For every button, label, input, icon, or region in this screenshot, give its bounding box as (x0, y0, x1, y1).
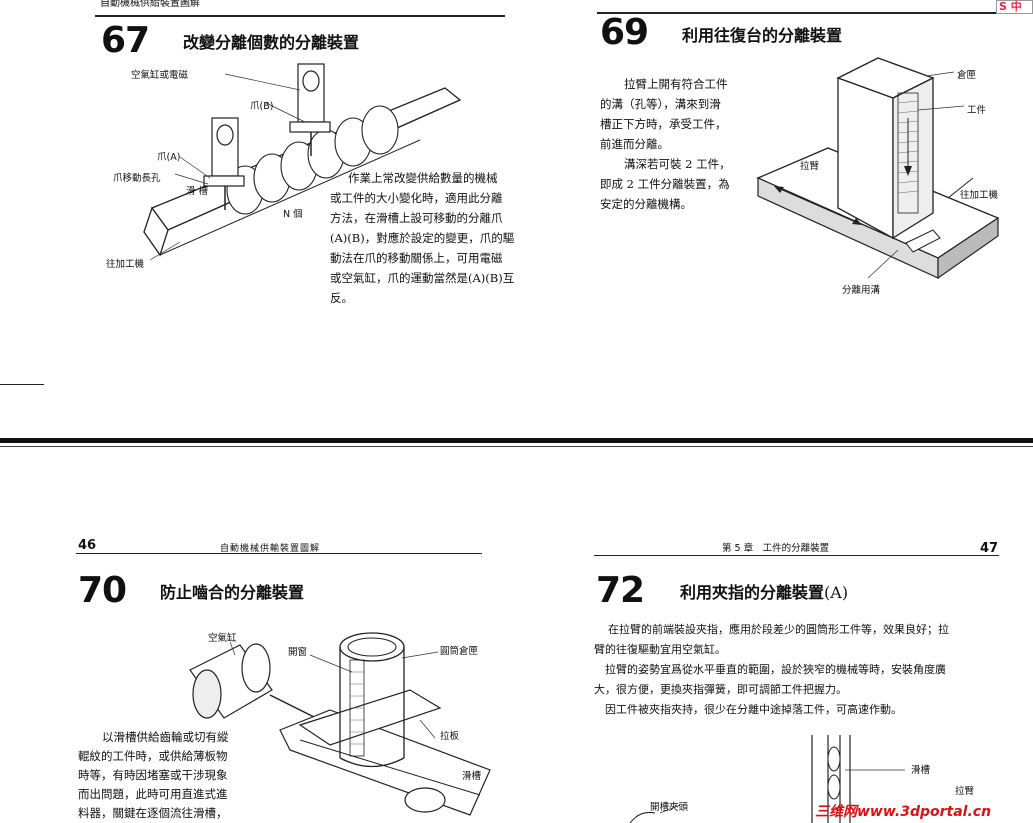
text-line: 時等，有時因堵塞或干涉現象 (78, 768, 228, 782)
label-magazine: 圓筒倉匣 (440, 646, 479, 657)
body-text-67: 作業上常改變供給數量的機械 或工件的大小變化時，適用此分離 方法，在滑槽上設可移… (330, 168, 520, 308)
label-plate: 拉板 (440, 731, 460, 742)
text-line: 臂的往復驅動宜用空氣缸。 (594, 643, 726, 656)
figure-67-diagram (143, 63, 462, 261)
margin-mark (0, 384, 44, 385)
text-line: 前進而分離。 (600, 137, 669, 151)
text-line: 反。 (330, 291, 353, 305)
label-to-machining: 往加工機 (960, 190, 999, 201)
label-magazine: 倉匣 (957, 70, 977, 81)
section-title-suffix: (A) (824, 583, 849, 602)
section-title-text: 利用夾指的分離裝置 (680, 583, 825, 602)
label-claw-b: 爪(B) (250, 101, 274, 112)
label-arm: 拉臂 (800, 161, 820, 172)
label-opening: 開窗 (288, 647, 308, 658)
page-number-46: 46 (78, 538, 97, 553)
figure-72-diagram (629, 735, 905, 823)
page-number-47: 47 (980, 541, 999, 556)
label-groove: 分離用溝 (842, 285, 881, 296)
text-line: 而出問題，此時可用直進式進 (78, 787, 228, 801)
text-line: 以滑槽供給齒輪或切有縱 (102, 730, 229, 744)
text-line: 或空氣缸，爪的運動當然是(A)(B)互 (330, 271, 515, 285)
label-slot: 爪移動長孔 (113, 173, 161, 184)
running-header-bottom-right: 第 5 章 工件的分離裝置 (722, 543, 830, 554)
header-rule (95, 15, 505, 17)
body-text-70: 以滑槽供給齒輪或切有縱 輥紋的工件時，或供給薄板物 時等，有時因堵塞或干涉現象 … (78, 728, 258, 823)
spread-divider-thin (0, 446, 1033, 447)
figure-69-diagram (756, 57, 1000, 280)
section-number-70: 70 (78, 570, 127, 611)
header-rule (597, 12, 1033, 14)
section-title-69: 利用往復台的分離裝置 (682, 26, 843, 45)
text-line: 方法，在滑槽上設可移動的分離爪 (330, 211, 503, 225)
running-header-bottom-left: 自動機械供輸裝置圖解 (220, 544, 321, 554)
section-title-72: 利用夾指的分離裝置(A) (680, 579, 848, 603)
text-line: 安定的分離機構。 (600, 197, 692, 211)
text-line: 拉臂的姿勢宜爲從水平垂直的範圍，設於狹窄的機械等時，安裝角度廣 (594, 663, 946, 676)
label-chute: 滑槽 (462, 771, 482, 782)
label-workpiece: 工件 (967, 105, 987, 116)
figure-70-diagram (189, 632, 491, 816)
text-line: (A)(B)，對應於設定的變更，爪的驅 (330, 231, 515, 245)
text-line: 拉臂上開有符合工件 (624, 77, 728, 91)
section-number-67: 67 (101, 20, 150, 61)
label-chute: 滑 槽 (186, 186, 209, 197)
body-text-72: 在拉臂的前端裝設夾指，應用於段差少的圓筒形工件等，效果良好；拉 臂的往復驅動宜用… (594, 620, 1004, 720)
section-title-70: 防止嚙合的分離裝置 (160, 583, 305, 602)
header-rule (76, 553, 482, 555)
label-chute: 滑槽 (911, 765, 931, 776)
text-line: 料器，關鍵在逐個流往滑槽， (78, 806, 228, 820)
text-line: 作業上常改變供給數量的機械 (348, 171, 498, 185)
header-rule (594, 555, 999, 557)
label-gripper: 開槽夾頭 (650, 802, 689, 813)
section-number-72: 72 (596, 570, 645, 611)
body-text-69: 拉臂上開有符合工件 的溝（孔等），溝來到滑 槽正下方時，承受工件， 前進而分離。… (600, 74, 760, 214)
label-cylinder: 空氣缸或電磁 (131, 70, 189, 81)
watermark: 三维网www.3dportal.cn (815, 804, 992, 820)
input-method-badge[interactable]: S 中 (996, 0, 1033, 14)
text-line: 輥紋的工件時，或供給薄板物 (78, 749, 228, 763)
section-title-67: 改變分離個數的分離裝置 (183, 33, 360, 52)
label-to-machining: 往加工機 (106, 259, 145, 270)
label-arm: 拉臂 (955, 786, 975, 797)
text-line: 大，很方便，更換夾指彈簧，即可調節工件把握力。 (594, 683, 847, 696)
section-number-69: 69 (600, 12, 649, 53)
text-line: 溝深若可裝 2 工件， (624, 157, 731, 171)
label-n-pieces: N 個 (283, 209, 303, 220)
text-line: 動法在爪的移動關係上，可用電磁 (330, 251, 503, 265)
label-claw-a: 爪(A) (157, 152, 181, 163)
spread-divider-thick (0, 438, 1033, 443)
text-line: 因工件被夾指夾持，很少在分離中途掉落工件，可高速作動。 (594, 703, 902, 716)
text-line: 或工件的大小變化時，適用此分離 (330, 191, 503, 205)
text-line: 的溝（孔等），溝來到滑 (600, 97, 721, 111)
text-line: 在拉臂的前端裝設夾指，應用於段差少的圓筒形工件等，效果良好；拉 (608, 623, 949, 636)
text-line: 槽正下方時，承受工件， (600, 117, 727, 131)
text-line: 即成 2 工件分離裝置，為 (600, 177, 730, 191)
running-header-top-left: 自動機械供給裝置圖解 (100, 0, 200, 9)
label-cylinder: 空氣缸 (208, 633, 237, 644)
